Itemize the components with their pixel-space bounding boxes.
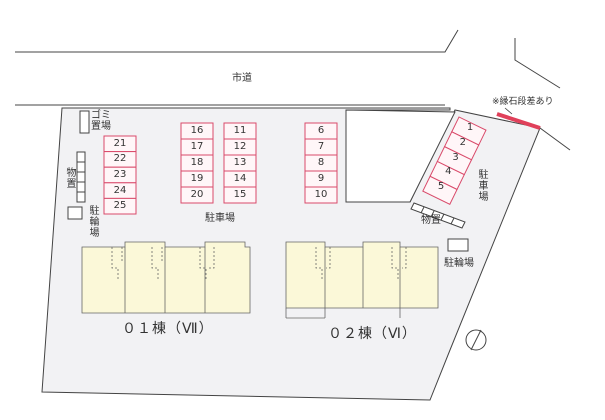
parking-number-12: 12 (233, 141, 247, 152)
parking-number-15: 15 (233, 189, 247, 200)
curb-note-leader (504, 107, 513, 115)
parking-left-group (103, 135, 137, 215)
parking-number-22: 22 (113, 153, 127, 165)
parking-number-6: 6 (317, 125, 325, 136)
road-edges (15, 29, 571, 151)
parking-stall-5 (422, 175, 458, 205)
parking-stall-15 (223, 186, 257, 204)
parking-number-25: 25 (113, 200, 127, 212)
parking-number-13: 13 (233, 157, 247, 168)
parking-diag-group (422, 116, 487, 205)
parking-court (345, 109, 456, 203)
storage-left (76, 151, 86, 203)
bike-label-left: 駐輪場 (89, 206, 100, 239)
garbage-label: ゴミ置場 (91, 110, 111, 132)
parking-number-24: 24 (113, 184, 127, 196)
parking-label-center: 駐車場 (205, 213, 235, 224)
garbage-box (79, 110, 90, 134)
parking-number-19: 19 (190, 173, 204, 184)
parking-stall-25 (103, 197, 137, 215)
parking-stall-20 (180, 186, 214, 204)
parking-number-9: 9 (317, 173, 325, 184)
building-02-label: ０２棟（Ⅵ） (328, 326, 417, 342)
parking-number-4: 4 (445, 166, 452, 178)
bike-box-left (67, 206, 83, 220)
storage-label-right: 物置 (421, 215, 441, 226)
parking-number-1: 1 (466, 122, 474, 133)
parking-col3-group (304, 122, 338, 204)
parking-col1-group (180, 122, 214, 204)
parking-stall-10 (304, 186, 338, 204)
parking-number-20: 20 (190, 189, 204, 200)
bike-box-right (447, 238, 469, 252)
parking-number-3: 3 (452, 151, 459, 163)
parking-number-8: 8 (317, 157, 325, 168)
storage-right (410, 202, 466, 229)
parking-label-right: 駐車場 (478, 170, 489, 203)
parking-number-2: 2 (459, 136, 466, 148)
storage-label-left: 物置 (66, 168, 77, 190)
north-arrow-icon (465, 329, 487, 351)
parking-number-18: 18 (190, 157, 204, 168)
parking-number-23: 23 (113, 169, 127, 180)
building-01-label: ０１棟（Ⅶ） (122, 321, 214, 337)
parking-number-14: 14 (233, 173, 247, 184)
road-label: 市道 (232, 73, 252, 84)
building-01 (81, 241, 251, 314)
parking-number-7: 7 (317, 141, 325, 152)
parking-number-5: 5 (437, 181, 445, 193)
building-02 (285, 241, 439, 319)
curb-note: ※縁石段差あり (492, 97, 554, 107)
parking-col2-group (223, 122, 257, 204)
parking-number-17: 17 (190, 141, 204, 152)
bike-label-right: 駐輪場 (444, 258, 474, 269)
parking-number-10: 10 (314, 189, 328, 200)
curb-step-line (496, 112, 541, 130)
parking-number-16: 16 (190, 125, 204, 136)
parking-number-11: 11 (233, 125, 247, 136)
parking-number-21: 21 (113, 137, 127, 149)
